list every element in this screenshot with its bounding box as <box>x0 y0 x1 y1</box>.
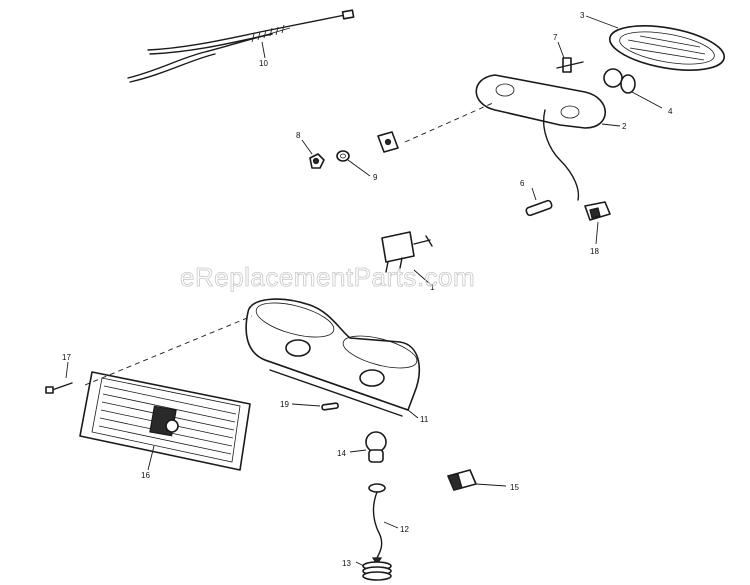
callout-3: 3 <box>580 11 585 20</box>
lead-wire <box>368 483 386 566</box>
bulb-14 <box>365 431 387 463</box>
callout-4: 4 <box>668 107 673 116</box>
wiring-harness <box>127 9 355 83</box>
callout-14: 14 <box>337 449 346 458</box>
callout-16: 16 <box>141 471 150 480</box>
callout-7: 7 <box>553 33 558 42</box>
spring <box>362 561 392 581</box>
callout-1: 1 <box>430 283 435 292</box>
callout-12: 12 <box>400 525 409 534</box>
callout-8: 8 <box>296 131 301 140</box>
callout-6: 6 <box>520 179 525 188</box>
callout-15: 15 <box>510 483 519 492</box>
callout-19: 19 <box>280 400 289 409</box>
callout-10: 10 <box>259 59 268 68</box>
connector-15 <box>447 469 477 491</box>
grille <box>79 371 251 471</box>
bulb-4 <box>603 68 636 94</box>
fuse <box>525 199 553 217</box>
callout-9: 9 <box>373 173 378 182</box>
washer-9 <box>336 150 350 162</box>
leader-lines <box>65 15 663 567</box>
lens <box>608 25 726 71</box>
light-housing <box>245 298 421 417</box>
pin-19 <box>321 402 339 411</box>
callout-2: 2 <box>622 122 627 131</box>
screw-7 <box>556 57 584 73</box>
callout-18: 18 <box>590 247 599 256</box>
watermark: eReplacementParts.com <box>180 262 475 292</box>
assembly-line-upper <box>404 101 496 143</box>
callout-13: 13 <box>342 559 351 568</box>
switch <box>381 231 433 273</box>
assembly-line-lower <box>84 315 253 386</box>
callout-11: 11 <box>420 415 429 424</box>
screw-17 <box>45 382 73 394</box>
lamp-housing <box>475 74 607 201</box>
clip-18 <box>584 201 611 221</box>
callout-17: 17 <box>62 353 71 362</box>
nut-8 <box>309 153 325 169</box>
bracket <box>377 131 399 153</box>
